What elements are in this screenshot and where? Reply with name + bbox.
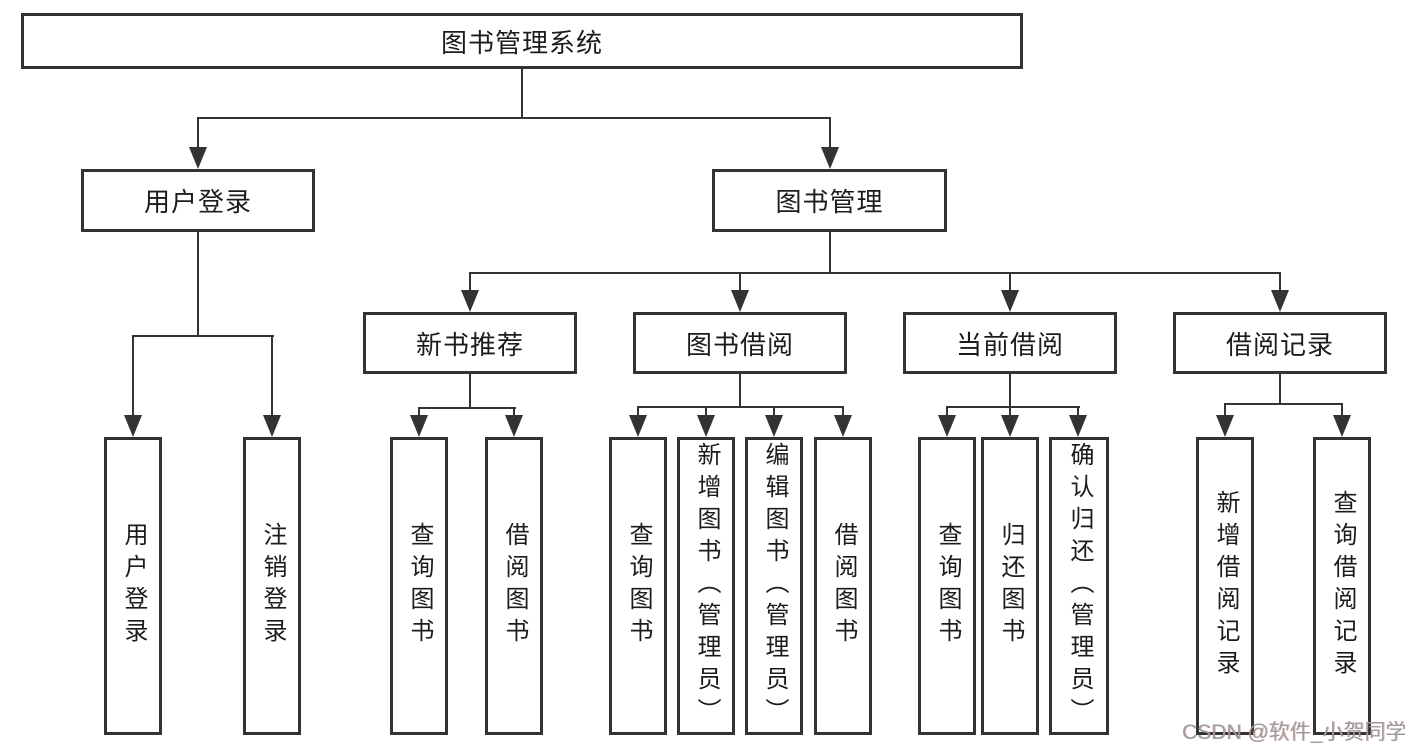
node-library-system: 图书管理系统 [21, 13, 1023, 69]
arrow-down-icon [1216, 415, 1234, 437]
arrow-line [271, 335, 273, 417]
arrow-line [773, 406, 775, 417]
leaf-borrow-books: 借阅图书 [814, 437, 872, 735]
connector-line [946, 406, 1080, 408]
arrow-line [829, 117, 831, 149]
arrow-line [739, 272, 741, 292]
leaf-logout: 注销登录 [243, 437, 301, 735]
stem-line [469, 374, 471, 408]
node-new-book-recommend: 新书推荐 [363, 312, 577, 374]
stem-line [1279, 374, 1281, 404]
leaf-borrow-books-recommend: 借阅图书 [485, 437, 543, 735]
leaf-query-books-recommend: 查询图书 [390, 437, 448, 735]
leaf-query-borrow-record: 查询借阅记录 [1313, 437, 1371, 735]
node-book-management: 图书管理 [712, 169, 947, 232]
arrow-line [705, 406, 707, 417]
arrow-line [1279, 272, 1281, 292]
arrow-down-icon [461, 290, 479, 312]
arrow-down-icon [1271, 290, 1289, 312]
arrow-down-icon [1333, 415, 1351, 437]
csdn-watermark: CSDN @软件_小贺同学 [1182, 721, 1405, 744]
arrow-line [946, 406, 948, 417]
stem-line [197, 232, 199, 336]
arrow-down-icon [1001, 415, 1019, 437]
stem-line [829, 232, 831, 273]
arrow-down-icon [1001, 290, 1019, 312]
arrow-line [637, 406, 639, 417]
arrow-down-icon [505, 415, 523, 437]
leaf-user-login: 用户登录 [104, 437, 162, 735]
arrow-down-icon [834, 415, 852, 437]
arrow-line [469, 272, 471, 292]
arrow-down-icon [697, 415, 715, 437]
arrow-line [1009, 406, 1011, 417]
arrow-down-icon [629, 415, 647, 437]
arrow-down-icon [1069, 415, 1087, 437]
node-borrow-records: 借阅记录 [1173, 312, 1387, 374]
arrow-down-icon [938, 415, 956, 437]
arrow-line [1009, 272, 1011, 292]
arrow-down-icon [189, 147, 207, 169]
arrow-down-icon [821, 147, 839, 169]
arrow-line [842, 406, 844, 417]
connector-line [197, 117, 831, 119]
leaf-edit-books-admin: 编辑图书（管理员） [745, 437, 803, 735]
connector-line [637, 406, 844, 408]
arrow-down-icon [124, 415, 142, 437]
connector-line [132, 335, 274, 337]
arrow-down-icon [731, 290, 749, 312]
arrow-down-icon [410, 415, 428, 437]
arrow-line [1224, 403, 1226, 417]
node-current-borrow: 当前借阅 [903, 312, 1117, 374]
connector-line [1224, 403, 1343, 405]
arrow-down-icon [765, 415, 783, 437]
leaf-query-books-borrow: 查询图书 [609, 437, 667, 735]
arrow-line [418, 407, 420, 417]
arrow-line [1341, 403, 1343, 417]
leaf-add-books-admin: 新增图书（管理员） [677, 437, 735, 735]
leaf-return-books: 归还图书 [981, 437, 1039, 735]
arrow-line [132, 335, 134, 417]
connector-line [418, 407, 516, 409]
arrow-line [1077, 406, 1079, 417]
leaf-confirm-return-admin: 确认归还（管理员） [1049, 437, 1109, 735]
stem-line [739, 374, 741, 407]
arrow-line [197, 117, 199, 149]
leaf-query-books-current: 查询图书 [918, 437, 976, 735]
stem-line [521, 69, 523, 118]
arrow-down-icon [263, 415, 281, 437]
leaf-add-borrow-record: 新增借阅记录 [1196, 437, 1254, 735]
arrow-line [513, 407, 515, 417]
stem-line [1009, 374, 1011, 407]
node-book-borrow: 图书借阅 [633, 312, 847, 374]
node-user-login: 用户登录 [81, 169, 315, 232]
connector-line [469, 272, 1281, 274]
